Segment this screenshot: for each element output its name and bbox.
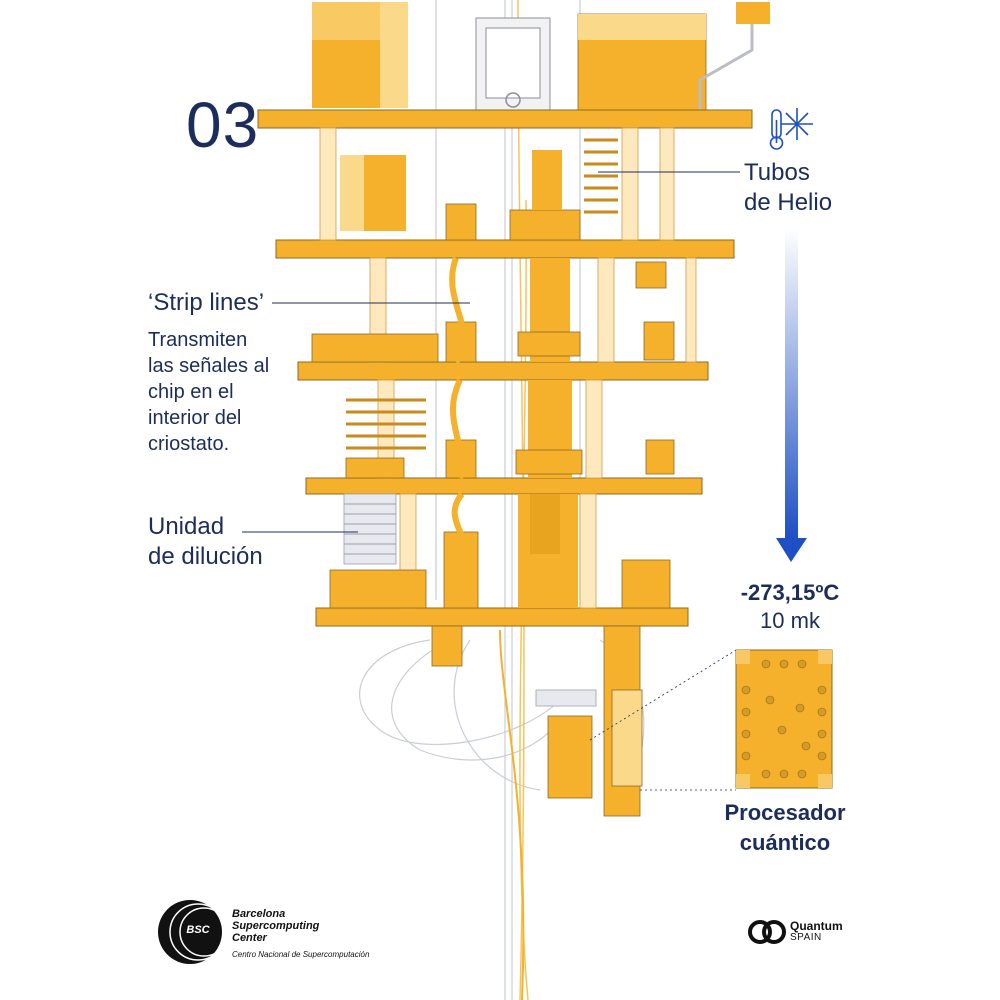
strip-lines-title: ‘Strip lines’ bbox=[148, 289, 265, 316]
bsc-name-line2: Supercomputing bbox=[232, 920, 320, 932]
dilution-unit bbox=[329, 493, 427, 609]
coil-base bbox=[345, 457, 405, 479]
temperature-mk: 10 mk bbox=[760, 608, 820, 633]
strip-lines-desc-line2: las señales al bbox=[148, 355, 270, 377]
quantum-spain-text: Quantum SPAIN bbox=[790, 920, 843, 943]
bsc-subtitle: Centro Nacional de Supercomputación bbox=[232, 950, 370, 959]
processor-label: Procesador cuántico bbox=[700, 798, 870, 858]
bsc-logo-mark bbox=[158, 900, 229, 964]
strip-lines-desc-line4: interior del bbox=[148, 407, 242, 429]
quantum-processor-chip bbox=[735, 649, 833, 789]
bsc-badge-text: BSC bbox=[186, 924, 210, 936]
dilution-unit-label: Unidad de dilución bbox=[148, 512, 263, 572]
quantum-spain-sub: SPAIN bbox=[790, 932, 822, 943]
strip-lines-description: Transmiten las señales al chip en el int… bbox=[148, 327, 269, 457]
chip-assembly bbox=[431, 625, 643, 1000]
dilution-unit-label-line2: de dilución bbox=[148, 543, 263, 570]
helium-tubes-label: Tubos de Helio bbox=[744, 158, 832, 218]
temperature-celsius: -273,15ºC bbox=[740, 580, 840, 605]
strip-lines-desc-line3: chip en el bbox=[148, 381, 234, 403]
bsc-name-line1: Barcelona bbox=[232, 908, 286, 920]
top-components bbox=[312, 2, 770, 123]
processor-label-line1: Procesador bbox=[724, 800, 846, 825]
processor-label-line2: cuántico bbox=[739, 830, 831, 855]
processor-guides bbox=[589, 649, 737, 791]
cooling-arrow bbox=[776, 228, 807, 562]
central-column bbox=[509, 150, 583, 608]
cryostat-plates bbox=[257, 109, 753, 627]
callout-lines bbox=[242, 171, 740, 533]
other-parts bbox=[311, 155, 675, 609]
thermometer-snowflake-icon bbox=[769, 108, 813, 150]
strip-lines-desc-line1: Transmiten bbox=[148, 329, 248, 351]
helium-tubes-label-line2: de Helio bbox=[744, 189, 833, 216]
step-number: 03 bbox=[186, 89, 260, 161]
coils bbox=[346, 138, 618, 450]
quantum-spain-logo-mark bbox=[748, 920, 786, 944]
quantum-spain-name: Quantum bbox=[790, 919, 843, 933]
helium-tubes-label-line1: Tubos bbox=[744, 159, 810, 186]
bsc-name: Barcelona Supercomputing Center bbox=[232, 908, 319, 944]
bsc-name-line3: Center bbox=[232, 932, 267, 944]
strip-lines-desc-line5: criostato. bbox=[148, 433, 230, 455]
dilution-unit-label-line1: Unidad bbox=[148, 513, 225, 540]
